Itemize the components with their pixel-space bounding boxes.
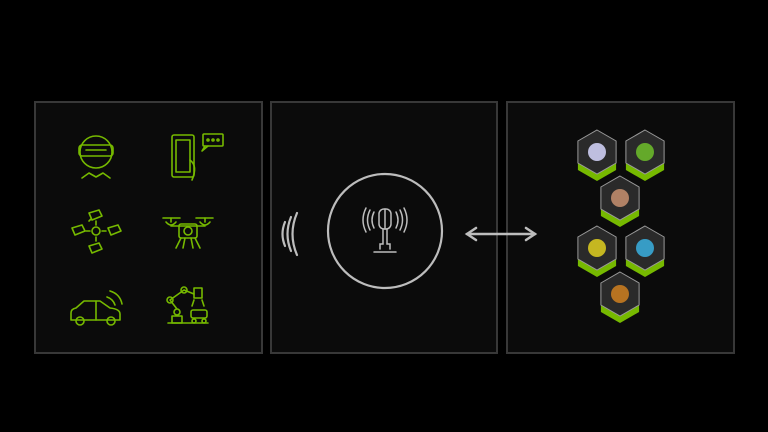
tree-3d-tile — [625, 225, 665, 277]
audio-waveform-tile-image — [636, 143, 654, 161]
tower-circle — [326, 172, 444, 290]
network-panel — [270, 101, 498, 354]
connected-car-icon — [70, 290, 123, 326]
tree-3d-tile-image — [636, 239, 654, 257]
services-panel — [506, 101, 735, 354]
robot-arm-icon — [166, 286, 209, 324]
audio-waveform-tile — [625, 129, 665, 181]
workflow-tile — [577, 225, 617, 277]
digital-avatar-tile — [600, 175, 640, 227]
chat-ui-tile — [577, 129, 617, 181]
chat-ui-tile-image — [588, 143, 606, 161]
smartphone-chat-icon — [171, 133, 224, 181]
forklift-3d-tile — [600, 271, 640, 323]
bidirectional-arrow-icon — [464, 226, 538, 242]
security-cameras-icon — [71, 209, 122, 254]
digital-avatar-tile-image — [611, 189, 629, 207]
wireless-signal-icon — [281, 211, 299, 257]
drone-icon — [162, 217, 214, 249]
workflow-tile-image — [588, 239, 606, 257]
forklift-3d-tile-image — [611, 285, 629, 303]
vr-headset-icon — [78, 135, 114, 179]
cell-tower-icon — [362, 207, 408, 253]
